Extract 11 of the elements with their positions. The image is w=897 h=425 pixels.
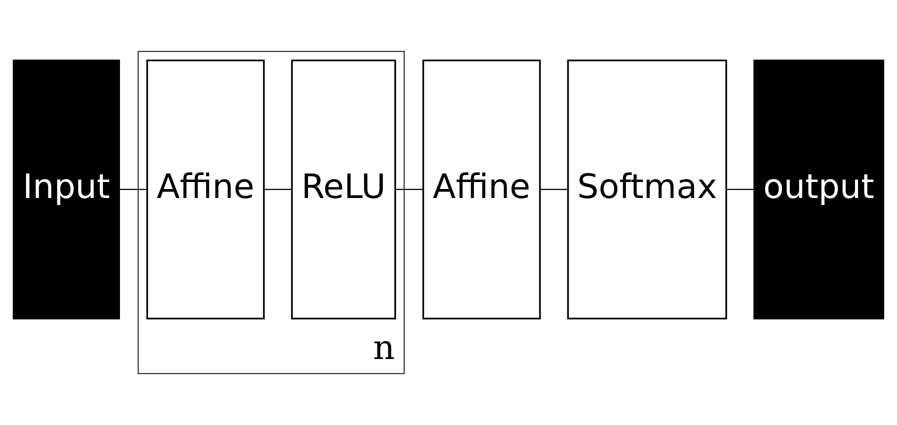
connector [119,188,148,190]
node-box: Softmax [567,60,728,320]
connector [726,188,754,190]
node-box: output [753,60,884,320]
node-box: Input [12,60,120,320]
connector [540,188,568,190]
node-box: Affine [422,60,541,320]
connector [395,188,424,190]
node-box: ReLU [291,60,396,320]
node-box: Affine [146,60,265,320]
connector [264,188,292,190]
